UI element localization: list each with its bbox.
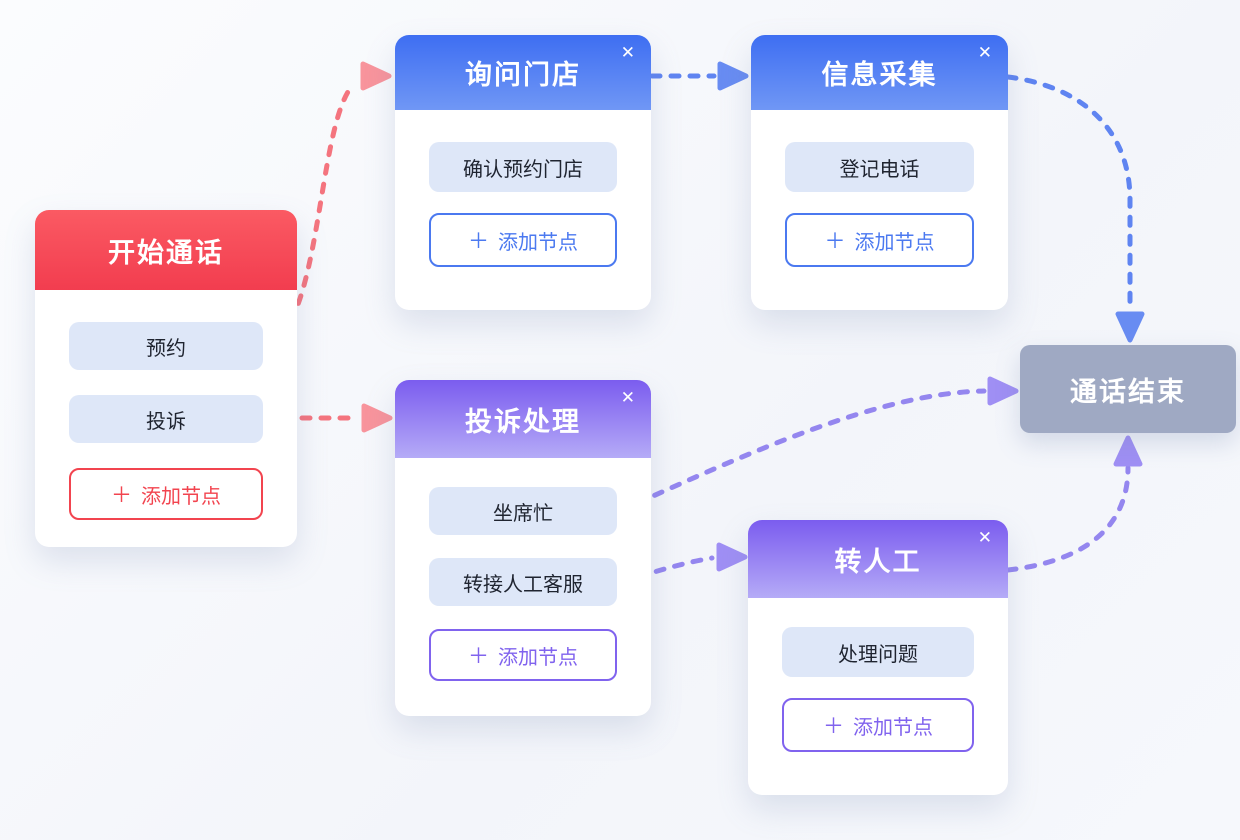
edge-transfer-to-end[interactable] (1005, 435, 1143, 573)
node-item-appointment[interactable]: 预约 (69, 322, 263, 370)
node-body: 预约 投诉 ＋ 添加节点 (35, 290, 297, 520)
plus-icon: ＋ (468, 230, 489, 253)
node-title: 投诉处理 (465, 406, 581, 437)
node-item-agent-busy[interactable]: 坐席忙 (429, 487, 617, 535)
arrowhead-right-icon (987, 376, 1019, 406)
close-icon[interactable]: ✕ (977, 43, 992, 62)
add-node-label: 添加节点 (141, 485, 221, 508)
node-title: 开始通话 (108, 237, 224, 268)
node-card-to-human[interactable]: 转人工 ✕ 处理问题 ＋ 添加节点 (748, 520, 1008, 795)
add-node-button[interactable]: ＋ 添加节点 (782, 698, 974, 752)
arrowhead-right-icon (716, 542, 748, 572)
node-card-start-call[interactable]: 开始通话 预约 投诉 ＋ 添加节点 (35, 210, 297, 547)
node-item-confirm-store[interactable]: 确认预约门店 (429, 142, 617, 192)
arrowhead-right-icon (717, 61, 749, 91)
node-header[interactable]: 投诉处理 ✕ (395, 380, 651, 458)
edge-ask-to-info[interactable] (649, 61, 749, 91)
node-header[interactable]: 开始通话 (35, 210, 297, 290)
node-header[interactable]: 询问门店 ✕ (395, 35, 651, 110)
plus-icon: ＋ (824, 230, 846, 253)
end-node-title: 通话结束 (1070, 376, 1186, 407)
node-title: 转人工 (834, 546, 922, 577)
node-body: 确认预约门店 ＋ 添加节点 (395, 110, 651, 267)
node-title: 询问门店 (465, 60, 581, 90)
node-card-complaint-handle[interactable]: 投诉处理 ✕ 坐席忙 转接人工客服 ＋ 添加节点 (395, 380, 651, 716)
node-card-ask-store[interactable]: 询问门店 ✕ 确认预约门店 ＋ 添加节点 (395, 35, 651, 310)
arrowhead-right-icon (361, 403, 393, 433)
node-card-info-collect[interactable]: 信息采集 ✕ 登记电话 ＋ 添加节点 (751, 35, 1008, 310)
node-body: 处理问题 ＋ 添加节点 (748, 598, 1008, 752)
add-node-button[interactable]: ＋ 添加节点 (429, 213, 617, 267)
close-icon[interactable]: ✕ (620, 43, 635, 62)
node-body: 坐席忙 转接人工客服 ＋ 添加节点 (395, 458, 651, 681)
node-header[interactable]: 信息采集 ✕ (751, 35, 1008, 110)
add-node-button[interactable]: ＋ 添加节点 (785, 213, 974, 267)
add-node-label: 添加节点 (853, 716, 933, 739)
node-body: 登记电话 ＋ 添加节点 (751, 110, 1008, 267)
close-icon[interactable]: ✕ (620, 388, 635, 407)
arrowhead-down-icon (1115, 311, 1145, 343)
add-node-button[interactable]: ＋ 添加节点 (69, 468, 263, 520)
plus-icon: ＋ (823, 715, 844, 738)
edge-info-to-end[interactable] (1005, 74, 1145, 343)
node-item-complaint[interactable]: 投诉 (69, 395, 263, 443)
edge-complaint-busy-to-end[interactable] (617, 376, 1019, 514)
add-node-label: 添加节点 (498, 231, 578, 254)
arrowhead-right-icon (360, 61, 392, 91)
node-item-handle-issue[interactable]: 处理问题 (782, 627, 974, 677)
plus-icon: ＋ (111, 484, 132, 507)
arrowhead-up-icon (1113, 435, 1143, 467)
add-node-label: 添加节点 (498, 646, 578, 669)
node-title: 信息采集 (821, 60, 938, 90)
node-item-register-phone[interactable]: 登记电话 (785, 142, 974, 192)
node-header[interactable]: 转人工 ✕ (748, 520, 1008, 598)
close-icon[interactable]: ✕ (977, 528, 992, 547)
plus-icon: ＋ (468, 645, 489, 668)
add-node-button[interactable]: ＋ 添加节点 (429, 629, 617, 681)
node-end-call[interactable]: 通话结束 (1020, 345, 1236, 433)
node-item-transfer-human[interactable]: 转接人工客服 (429, 558, 617, 606)
add-node-label: 添加节点 (854, 231, 935, 254)
